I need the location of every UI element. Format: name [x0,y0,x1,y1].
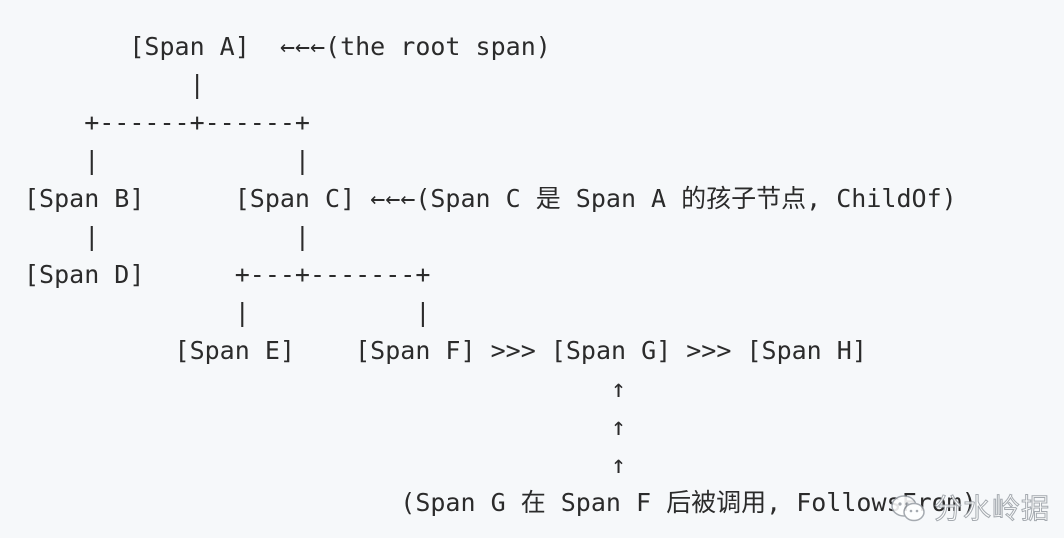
diagram-line-follows-from-note: (Span G 在 Span F 后被调用, FollowsFrom) [24,488,977,517]
diagram-line-span-e-f-g-h: [Span E] [Span F] >>> [Span G] >>> [Span… [24,336,867,365]
diagram-line-arrow-3: ↑ [24,450,627,479]
diagram-line-connector-4: | | [24,298,431,327]
diagram-line-branch-a: +------+------+ [24,108,310,137]
span-tree-diagram: [Span A] ←←←(the root span) | +------+--… [24,28,977,522]
diagram-line-span-a: [Span A] ←←←(the root span) [24,32,551,61]
diagram-line-span-d-branch-c: [Span D] +---+-------+ [24,260,431,289]
diagram-line-connector-3: | | [24,222,310,251]
watermark-text: 分水岭据 [933,492,1050,525]
wechat-logo-icon [891,495,925,522]
diagram-line-connector-1: | [24,70,205,99]
watermark: 分水岭据 [890,492,1050,525]
diagram-line-arrow-1: ↑ [24,374,627,403]
diagram-line-arrow-2: ↑ [24,412,627,441]
diagram-line-connector-2: | | [24,146,310,175]
diagram-line-span-b-c: [Span B] [Span C] ←←←(Span C 是 Span A 的孩… [24,184,957,213]
